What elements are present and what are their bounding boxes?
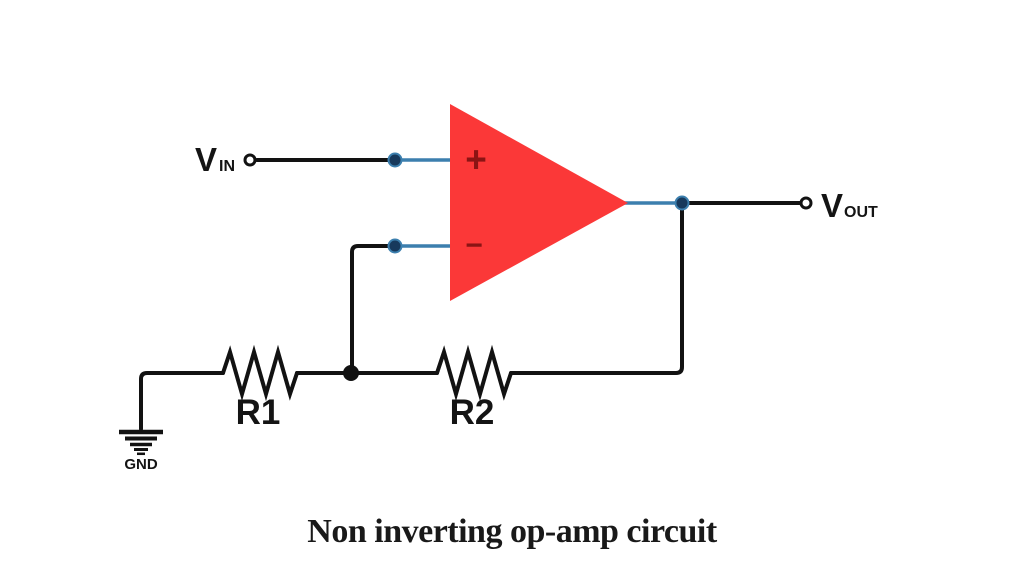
opamp-minus-sign: −: [465, 229, 483, 262]
vin-label: V IN: [195, 141, 235, 178]
wire-gnd-to-r1: [139, 371, 225, 431]
ground-symbol: [119, 429, 163, 456]
vout-label-subscript: OUT: [844, 204, 878, 221]
vin-label-main: V: [195, 141, 217, 178]
terminal-vin: [243, 153, 257, 167]
diagram-title: Non inverting op-amp circuit: [307, 513, 718, 550]
opamp-plus-sign: +: [465, 139, 487, 180]
vout-label: V OUT: [821, 187, 878, 224]
node-noninverting-input: [387, 152, 403, 168]
wire-r2-to-output-node: [509, 203, 684, 375]
resistor-r1-symbol: [221, 344, 299, 402]
opamp-triangle: [450, 104, 628, 301]
vin-label-subscript: IN: [219, 158, 235, 175]
node-output: [674, 195, 690, 211]
gnd-label: GND: [124, 456, 158, 473]
wire-feedback-to-inverting-node: [350, 244, 395, 373]
junction-feedback: [343, 365, 359, 381]
vout-label-main: V: [821, 187, 843, 224]
node-inverting-input: [387, 238, 403, 254]
r2-label: R2: [450, 393, 495, 432]
terminal-vout: [799, 196, 813, 210]
r1-label: R1: [236, 393, 281, 432]
resistor-r2-symbol: [435, 344, 513, 402]
